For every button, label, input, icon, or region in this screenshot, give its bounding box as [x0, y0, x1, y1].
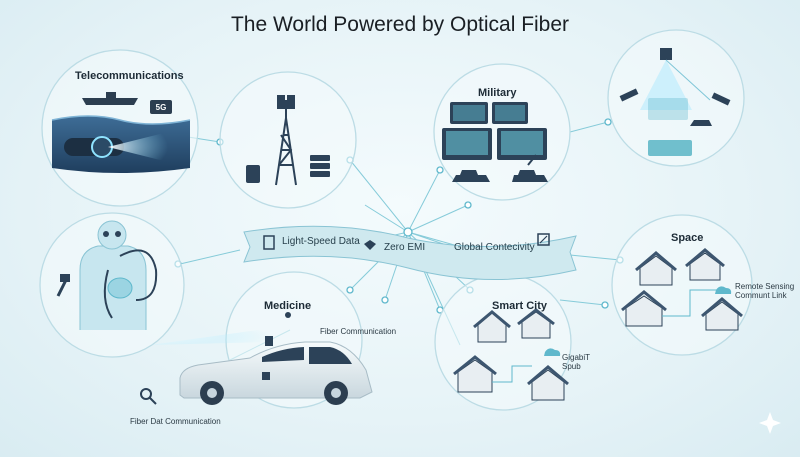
benefits-ribbon [243, 225, 577, 280]
space-illustration [619, 48, 731, 156]
section-military: Military [478, 87, 517, 99]
ribbon-light-speed-data: Light-Speed Data [282, 236, 360, 247]
medical-illustration [56, 220, 158, 330]
shield-icon [364, 240, 376, 250]
gigabit-label: GigabiT [562, 353, 591, 362]
server-rack-icon [246, 155, 330, 183]
network-icon [537, 233, 550, 246]
section-circles [39, 29, 753, 411]
page-title: The World Powered by Optical Fiber [230, 13, 570, 36]
cell-tower-illustration [275, 95, 297, 186]
gigabit-sub-label: Spub [562, 362, 581, 371]
section-telecommunications: Telecommunications [75, 70, 184, 82]
remote-sensing-label: Remote Sensing [735, 282, 795, 291]
remote-houses-illustration [621, 248, 743, 331]
sparkle-icon [759, 412, 781, 434]
tower-badge-5g: 5G [156, 103, 167, 112]
remote-link-label: Communt Link [735, 291, 787, 300]
section-smart-city: Smart City [492, 300, 548, 312]
search-icon [140, 388, 157, 405]
light-beam [150, 328, 272, 345]
military-illustration [442, 102, 548, 182]
smart-city-illustration [453, 308, 569, 401]
car-illustration [179, 312, 373, 405]
fiber-communication-label: Fiber Communication [320, 327, 397, 336]
section-medicine: Medicine [264, 300, 312, 312]
ribbon-zero-emi: Zero EMI [384, 242, 426, 253]
fiber-data-communication-label: Fiber Dat Communication [130, 417, 221, 426]
section-space: Space [671, 232, 704, 244]
document-icon [263, 235, 275, 250]
ribbon-global-connectivity: Global Contecivity [454, 242, 535, 253]
telecom-illustration [51, 92, 191, 173]
